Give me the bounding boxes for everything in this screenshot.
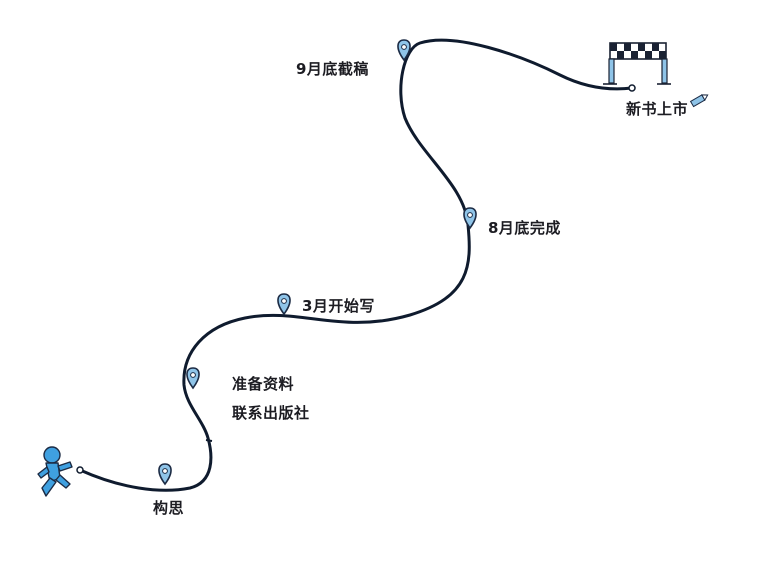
location-pin-icon bbox=[397, 39, 411, 62]
milestone-label-contact-publisher: 联系出版社 bbox=[232, 404, 310, 422]
pencil-icon bbox=[689, 94, 709, 108]
milestone-label-book-release: 新书上市 bbox=[626, 100, 689, 118]
runner-icon bbox=[37, 446, 73, 497]
path-tick-mark bbox=[205, 439, 213, 442]
milestone-label-start-writing: 3月开始写 bbox=[302, 297, 375, 315]
location-pin-icon bbox=[186, 367, 200, 390]
finish-line-icon bbox=[603, 42, 671, 85]
milestone-label-concept: 构思 bbox=[153, 499, 185, 517]
path-start-dot bbox=[76, 466, 84, 474]
location-pin-icon bbox=[277, 293, 291, 316]
location-pin-icon bbox=[463, 207, 477, 230]
path-end-dot bbox=[628, 84, 636, 92]
location-pin-icon bbox=[158, 463, 172, 486]
milestone-label-august-complete: 8月底完成 bbox=[488, 219, 561, 237]
milestone-label-prepare-materials: 准备资料 bbox=[232, 375, 295, 393]
milestone-label-september-deadline: 9月底截稿 bbox=[296, 60, 369, 78]
roadmap-path bbox=[78, 38, 634, 492]
